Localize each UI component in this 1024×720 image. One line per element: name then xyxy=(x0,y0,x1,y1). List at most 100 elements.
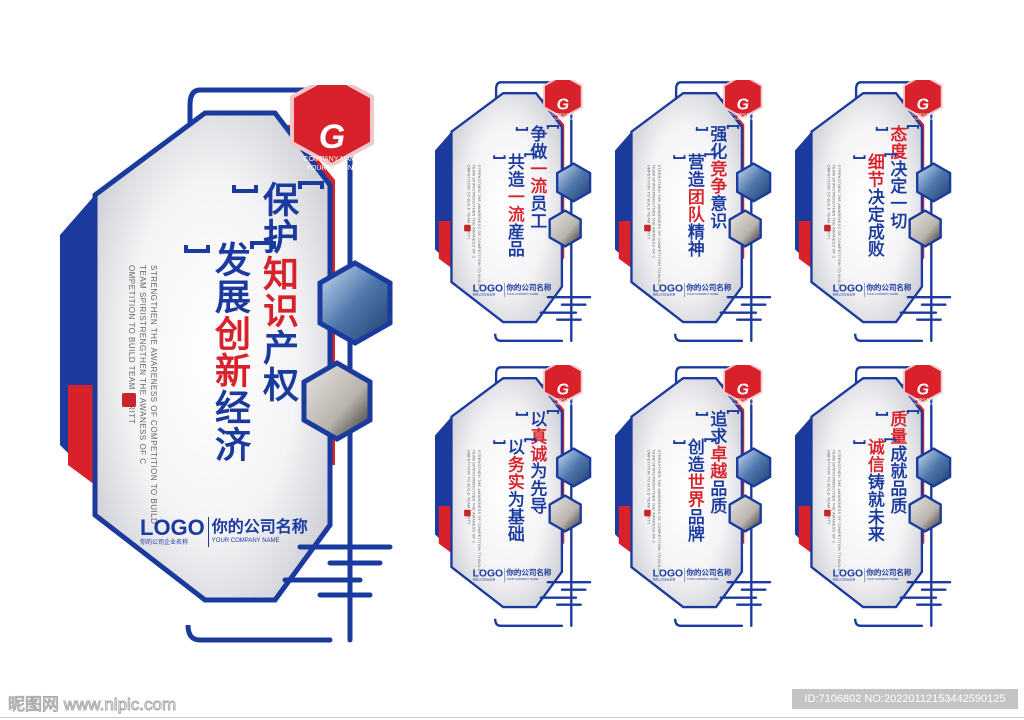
company-name-en: YOUR COMPANY NAME xyxy=(866,292,899,296)
logo-word: LOGO xyxy=(832,567,864,579)
logo-subtitle: 你的公司企业名称 xyxy=(472,578,496,582)
slogan-text: 争做 xyxy=(527,125,548,160)
logo-subtitle: 你的公司企业名称 xyxy=(832,578,856,582)
company-badge: G COMPANY NAME YOUR TAGLINE xyxy=(724,381,762,406)
slogan-line: 细节决定成败 xyxy=(853,153,896,257)
english-line: OMPETITION TO BUILD TEAM SPRITT xyxy=(646,449,651,525)
slogan-text: 创造 xyxy=(685,438,705,474)
red-seal-icon xyxy=(464,509,471,517)
company-logo-block: LOGO 你的公司企业名称 你的公司名称 YOUR COMPANY NAME xyxy=(652,567,731,583)
dash-lines xyxy=(539,295,592,321)
english-line: STRENGTHEN THE AWARENESS OF COMPETITION … xyxy=(656,449,662,572)
logo-word: LOGO xyxy=(140,515,205,540)
slogan-text: 品牌 xyxy=(685,507,705,543)
company-name-en: YOUR COMPANY NAME xyxy=(211,538,280,544)
logo-subtitle: 你的公司企业名称 xyxy=(652,578,676,582)
g-lightning-logo-icon: G xyxy=(916,95,930,114)
english-line: TEAM SPIRISTRENGTHEN THE AWANESS OF C xyxy=(138,265,147,465)
slogan-highlight: 团队 xyxy=(685,188,705,223)
g-lightning-logo-icon: G xyxy=(736,95,750,114)
english-subtext: STRENGTHEN THE AWARENESS OF COMPETITION … xyxy=(466,450,482,572)
company-name-cn: 你的公司名称 xyxy=(506,568,552,577)
dash-lines xyxy=(282,544,393,598)
g-lightning-logo-icon: G xyxy=(556,95,570,114)
company-name-cn: 你的公司名称 xyxy=(866,283,912,292)
red-seal-icon xyxy=(824,224,831,232)
company-name-cn: 你的公司名称 xyxy=(866,568,912,577)
red-seal-icon xyxy=(122,393,136,407)
logo-subtitle: 你的公司企业名称 xyxy=(140,540,189,546)
company-badge: G COMPANY NAME YOUR TAGLINE xyxy=(544,381,582,406)
dash-lines xyxy=(899,295,952,321)
slogan-line: 营造团队精神 xyxy=(673,153,716,257)
g-lightning-logo-icon: G xyxy=(916,380,930,399)
badge-tagline: YOUR TAGLINE xyxy=(730,117,755,121)
english-line: OMPETITION TO BUILD TEAM SPRITT xyxy=(127,265,136,425)
slogan-highlight: 一流 xyxy=(505,188,525,223)
english-line: TEAM SPIRISTRENGTHEN THE AWANESS OF C xyxy=(651,164,656,259)
company-name-en: YOUR COMPANY NAME xyxy=(506,577,539,581)
english-line: TEAM SPIRISTRENGTHEN THE AWANESS OF C xyxy=(831,449,836,544)
slogan-text: 经济 xyxy=(209,389,251,463)
english-line: TEAM SPIRISTRENGTHEN THE AWANESS OF C xyxy=(651,449,656,544)
slogan-highlight: 态度 xyxy=(887,125,908,160)
slogan-text: 强化 xyxy=(707,125,728,160)
company-name-cn: 你的公司名称 xyxy=(686,283,732,292)
badge-company: COMPANY NAME xyxy=(729,113,757,117)
english-line: STRENGTHEN THE AWARENESS OF COMPETITION … xyxy=(476,449,482,572)
slogan-text: 铸就未来 xyxy=(865,473,885,543)
slogan-line: 诚信铸就未来 xyxy=(853,438,896,542)
badge-tagline: YOUR TAGLINE xyxy=(550,117,575,121)
english-line: OMPETITION TO BUILD TEAM SPRITT xyxy=(826,164,831,240)
badge-tagline: YOUR TAGLINE xyxy=(910,402,935,406)
company-badge: G COMPANY NAME YOUR TAGLINE xyxy=(904,381,942,406)
logo-divider xyxy=(207,517,209,547)
english-line: STRENGTHEN THE AWARENESS OF COMPETITION … xyxy=(836,449,842,572)
dash-lines xyxy=(719,295,772,321)
slogan-text: 为基础 xyxy=(505,490,525,543)
company-badge: G COMPANY NAME YOUR TAGLINE xyxy=(904,96,942,121)
logo-subtitle: 你的公司企业名称 xyxy=(652,293,676,297)
badge-tagline: YOUR TAGLINE xyxy=(910,117,935,121)
english-subtext: STRENGTHEN THE AWARENESS OF COMPETITION … xyxy=(466,165,482,287)
company-name-cn: 你的公司名称 xyxy=(211,517,308,536)
english-line: TEAM SPIRISTRENGTHEN THE AWANESS OF C xyxy=(471,449,476,544)
english-line: STRENGTHEN THE AWARENESS OF COMPETITION … xyxy=(149,265,158,525)
english-subtext: STRENGTHEN THE AWARENESS OF COMPETITION … xyxy=(646,165,662,287)
company-badge: G COMPANY NAME YOUR TAGLINE xyxy=(724,96,762,121)
red-seal-icon xyxy=(824,509,831,517)
company-logo-block: LOGO 你的公司企业名称 你的公司名称 YOUR COMPANY NAME xyxy=(833,283,912,298)
watermark-site: 昵图网 www.nipic.com xyxy=(7,695,177,715)
company-name-en: YOUR COMPANY NAME xyxy=(866,577,899,581)
company-name-cn: 你的公司名称 xyxy=(506,283,552,292)
g-lightning-logo-icon: G xyxy=(736,380,750,399)
badge-tagline: YOUR TAGLINE xyxy=(730,402,755,406)
dash-lines xyxy=(539,580,592,606)
company-logo-block: LOGO 你的公司企业名称 你的公司名称 YOUR COMPANY NAME xyxy=(140,517,308,547)
english-line: STRENGTHEN THE AWARENESS OF COMPETITION … xyxy=(656,164,662,287)
english-line: STRENGTHEN THE AWARENESS OF COMPETITION … xyxy=(476,164,482,287)
slogan-highlight: 诚信 xyxy=(865,438,885,474)
slogan-text: 决定成败 xyxy=(865,188,885,258)
logo-word: LOGO xyxy=(652,567,684,579)
slogan-line: 发展创新经济 xyxy=(184,241,276,463)
badge-company: COMPANY NAME xyxy=(549,398,577,402)
logo-word: LOGO xyxy=(472,282,504,294)
english-subtext: STRENGTHEN THE AWARENESS OF COMPETITION … xyxy=(826,165,842,287)
g-lightning-logo-icon: G xyxy=(556,380,570,399)
red-seal-icon xyxy=(464,224,471,232)
badge-company: COMPANY NAME xyxy=(909,113,937,117)
english-line: TEAM SPIRISTRENGTHEN THE AWANESS OF C xyxy=(471,164,476,259)
slogan-highlight: 创新 xyxy=(209,315,251,389)
company-badge: G COMPANY NAME YOUR TAGLINE xyxy=(544,96,582,121)
slogan-text: 精神 xyxy=(685,222,705,258)
badge-company: COMPANY NAME xyxy=(729,398,757,402)
english-subtext: STRENGTHEN THE AWARENESS OF COMPETITION … xyxy=(126,265,159,524)
logo-word: LOGO xyxy=(652,282,684,294)
company-badge: G COMPANY NAME YOUR TAGLINE xyxy=(292,119,372,173)
